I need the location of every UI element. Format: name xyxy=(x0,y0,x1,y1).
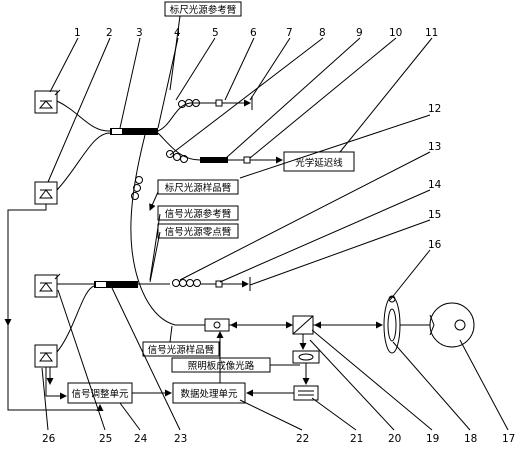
eye-17 xyxy=(429,302,475,348)
leader-lines xyxy=(41,37,509,431)
collimator-ref-scale xyxy=(215,99,223,107)
wire-detector2 xyxy=(4,204,47,326)
data-processing-label: 数据处理单元 xyxy=(180,388,238,400)
signal-conditioning-label: 信号调整单元 xyxy=(71,388,129,400)
reference-numerals: 1 2 3 4 5 6 7 8 9 10 11 12 13 14 15 16 1… xyxy=(42,27,515,445)
num-12: 12 xyxy=(428,103,441,115)
zero-arm-signal-label-box xyxy=(157,223,239,239)
num-18: 18 xyxy=(464,433,477,445)
ref-arm-scale-label-box xyxy=(164,1,242,17)
collimator-sample-signal xyxy=(204,318,230,332)
optical-delay-label: 光学延迟线 xyxy=(295,157,343,169)
fiber-26-to-coupler xyxy=(56,285,95,353)
num-16: 16 xyxy=(428,239,442,251)
lens-ring-18 xyxy=(383,295,401,354)
ref-arm-scale-label: 标尺光源参考臂 xyxy=(170,4,237,16)
component-2-detector xyxy=(34,181,58,205)
num-13: 13 xyxy=(428,141,441,153)
num-23: 23 xyxy=(174,433,187,445)
fiber-zero-arm-vertical xyxy=(130,134,205,326)
data-processing-unit xyxy=(172,382,246,404)
num-2: 2 xyxy=(106,27,113,39)
sample-arm-signal-label: 信号光源样品臂 xyxy=(148,344,215,356)
fiber-loops-sample xyxy=(166,150,188,163)
illum-imaging-label: 照明板成像光路 xyxy=(188,360,255,372)
num-26: 26 xyxy=(42,433,56,445)
num-21: 21 xyxy=(350,433,363,445)
lens-illumination xyxy=(292,350,320,364)
num-3: 3 xyxy=(136,27,143,39)
num-10: 10 xyxy=(389,27,402,39)
num-7: 7 xyxy=(286,27,293,39)
num-6: 6 xyxy=(250,27,257,39)
fiber-2-to-coupler xyxy=(56,132,111,191)
num-20: 20 xyxy=(388,433,401,445)
sample-arm-signal-label-box xyxy=(142,341,220,357)
num-5: 5 xyxy=(212,27,219,39)
num-14: 14 xyxy=(428,179,442,191)
fiber-coupler-sample-scale xyxy=(200,157,228,163)
component-1-source xyxy=(34,89,61,114)
sample-arm-scale-label: 标尺光源样品臂 xyxy=(165,182,232,194)
camera-21 xyxy=(293,385,319,401)
collimator-sample-scale xyxy=(243,156,251,164)
num-24: 24 xyxy=(134,433,148,445)
zero-arm-signal-label: 信号光源零点臂 xyxy=(165,226,232,238)
num-8: 8 xyxy=(319,27,326,39)
num-1: 1 xyxy=(74,27,81,39)
sample-arm-scale-label-box xyxy=(157,179,239,195)
component-26-detector xyxy=(34,344,58,368)
fiber-loops-signal xyxy=(172,279,201,287)
num-15: 15 xyxy=(428,209,441,221)
wire-left-bus xyxy=(7,325,104,411)
num-9: 9 xyxy=(356,27,363,39)
num-17: 17 xyxy=(502,433,515,445)
num-11: 11 xyxy=(425,27,438,39)
coupler-24 xyxy=(94,281,138,288)
num-4: 4 xyxy=(174,27,181,39)
num-19: 19 xyxy=(426,433,439,445)
ref-arm-signal-label-box xyxy=(157,205,239,221)
num-22: 22 xyxy=(296,433,309,445)
fiber-1-to-coupler xyxy=(56,100,111,132)
fiber-loops-vertical xyxy=(131,176,143,200)
num-25: 25 xyxy=(99,433,112,445)
fiber-loops-ref xyxy=(178,99,200,108)
fiber-ref-arm-scale xyxy=(157,102,216,132)
coupler-3 xyxy=(110,128,158,135)
ref-arm-signal-label: 信号光源参考臂 xyxy=(165,208,232,220)
component-25-source xyxy=(34,273,61,298)
